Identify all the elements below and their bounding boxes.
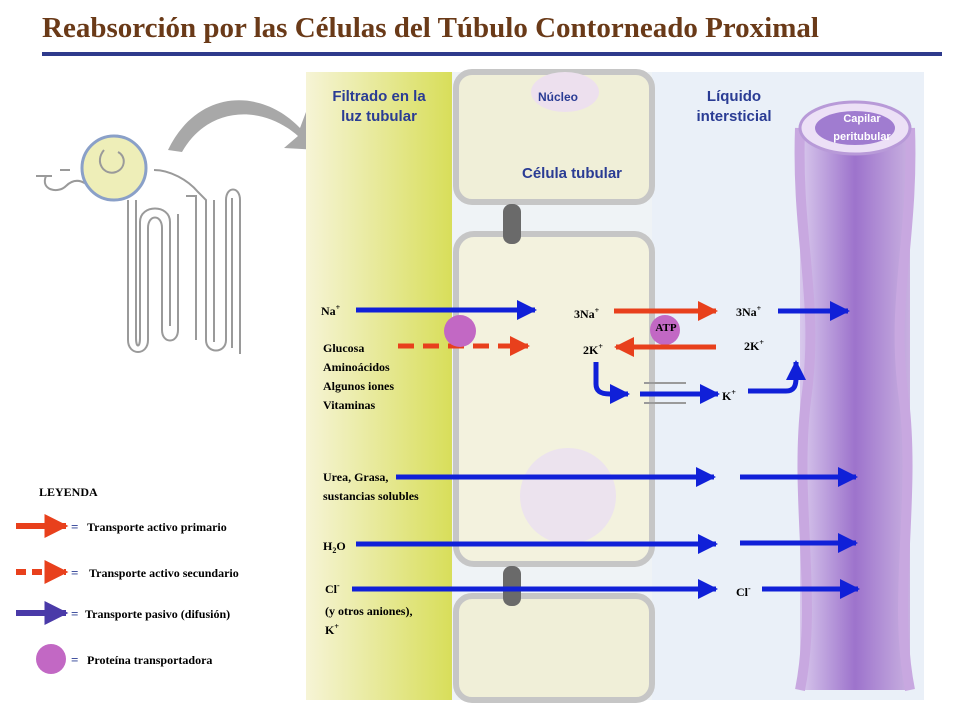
legend-equals-4: =: [71, 652, 78, 667]
k-return-arrow: [593, 362, 630, 404]
tight-junction-bottom: [503, 566, 521, 606]
three-na-out-label: 3Na+: [736, 304, 762, 319]
legend-primary-label: Transporte activo primario: [87, 520, 227, 534]
legend-equals-2: =: [71, 565, 78, 580]
nucleus-top: [531, 72, 599, 112]
urea-label-line2: sustancias solubles: [323, 489, 419, 503]
two-k-cell-label: 2K+: [583, 342, 603, 357]
carrier-protein: [444, 315, 476, 347]
atp-label: ATP: [655, 322, 676, 334]
tubular-cell-top: [453, 69, 655, 205]
k-capillary-arrow: [748, 360, 806, 394]
legend-carrier-symbol: [36, 644, 66, 674]
glomerulus-highlight: [80, 134, 148, 202]
cotransport-vitamins: Vitaminas: [323, 398, 376, 412]
legend-passive-label: Transporte pasivo (difusión): [85, 607, 230, 621]
capillary-wall-right: [894, 127, 916, 691]
nucleus-label: Núcleo: [538, 90, 578, 104]
water-label: H2O: [323, 539, 346, 555]
page-title: Reabsorción por las Células del Túbulo C…: [42, 12, 819, 44]
legend-equals-1: =: [71, 519, 78, 534]
chloride-out-label: Cl-: [736, 584, 751, 599]
zoom-arrow: [168, 100, 320, 152]
title-underline: [42, 52, 942, 56]
glomerulus-loop: [98, 149, 125, 174]
anions-label: (y otros aniones),: [325, 604, 412, 618]
legend-secondary-label: Transporte activo secundario: [89, 566, 239, 580]
tubular-cell-bottom: [453, 593, 655, 703]
capillary-label-line1: Capilar: [843, 113, 881, 125]
k-channel-label: K+: [722, 388, 736, 403]
legend-equals-3: =: [71, 606, 78, 621]
capillary-label-line2: peritubular: [833, 131, 891, 143]
capillary-wall-left: [794, 127, 816, 691]
cotransport-ions: Algunos iones: [323, 379, 394, 393]
two-k-out-label: 2K+: [744, 338, 764, 353]
interstitial-label-line2: intersticial: [696, 108, 771, 125]
nucleus: [520, 448, 616, 544]
cotransport-amino-acids: Aminoácidos: [323, 360, 390, 374]
tight-junction-top: [503, 204, 521, 244]
lumen-label-line2: luz tubular: [341, 108, 417, 125]
three-na-cell-label: 3Na+: [574, 306, 600, 321]
legend-carrier-label: Proteína transportadora: [87, 653, 212, 667]
tubular-lumen: [306, 72, 452, 700]
cotransport-glucose: Glucosa: [323, 341, 364, 355]
urea-label-line1: Urea, Grasa,: [323, 470, 388, 484]
capillary-lumen: [815, 111, 895, 145]
peritubular-capillary: [800, 128, 910, 690]
interstitial-label-line1: Líquido: [707, 88, 761, 105]
lumen-label-line1: Filtrado en la: [332, 88, 426, 105]
na-k-atpase: [650, 315, 680, 345]
cell-label: Célula tubular: [522, 165, 622, 182]
chloride-label: Cl-: [325, 581, 340, 596]
na-lumen-label: Na+: [321, 303, 341, 318]
legend-heading: LEYENDA: [39, 485, 98, 499]
potassium-label: K+: [325, 622, 339, 637]
